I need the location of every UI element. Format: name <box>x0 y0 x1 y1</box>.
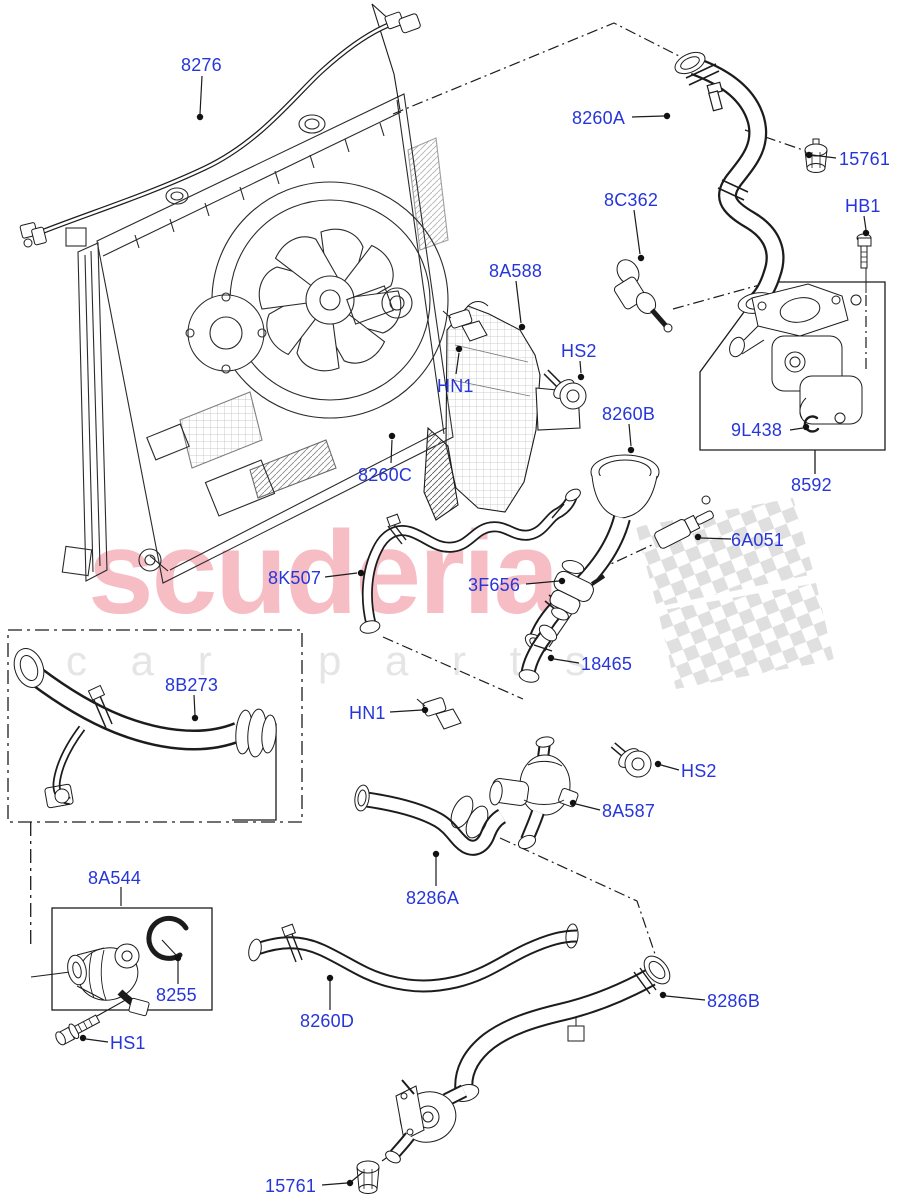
part-HS2-top-screw <box>543 369 587 410</box>
part-label-8276: 8276 <box>181 55 222 75</box>
parts-drawings <box>13 11 872 1194</box>
part-label-15761-bottom: 15761 <box>265 1176 317 1196</box>
part-label-HN1-top: HN1 <box>437 376 474 396</box>
part-label-8260D: 8260D <box>300 1011 355 1031</box>
part-bottom-water-outlet <box>385 1079 464 1164</box>
part-label-8592: 8592 <box>791 475 832 495</box>
part-8C362-sensor <box>613 259 673 333</box>
part-3F656-valve <box>549 560 606 621</box>
part-label-15761-top: 15761 <box>839 149 891 169</box>
part-label-8B273: 8B273 <box>165 675 219 695</box>
part-HN1-top-clip <box>442 309 488 342</box>
part-8A587-valve <box>489 736 579 850</box>
part-HS1-bolt <box>55 1014 101 1046</box>
part-15761-bottom-plug <box>356 1160 380 1194</box>
part-8592-thermostat-housing <box>729 283 863 425</box>
part-label-8A588: 8A588 <box>489 261 543 281</box>
part-8260B-pipe <box>524 454 660 653</box>
part-label-6A051: 6A051 <box>731 530 785 550</box>
part-label-8286A: 8286A <box>406 888 460 908</box>
part-8276-pipe <box>19 11 421 248</box>
part-label-8260C: 8260C <box>358 465 413 485</box>
part-8K507-hose <box>359 488 581 634</box>
part-18465-elbow <box>518 624 558 683</box>
part-label-8255: 8255 <box>156 985 197 1005</box>
part-label-8A544: 8A544 <box>88 868 142 888</box>
radiator-fan-assembly-drawing <box>61 93 454 584</box>
part-HS2-mid-screw <box>610 742 652 778</box>
part-label-3F656: 3F656 <box>468 575 521 595</box>
part-HN1-mid-clip <box>416 697 462 730</box>
part-8B273-hose <box>13 648 277 809</box>
part-label-8C362: 8C362 <box>604 190 659 210</box>
part-label-8260A: 8260A <box>572 108 626 128</box>
part-label-18465: 18465 <box>581 654 633 674</box>
part-8A588-shield <box>423 300 581 521</box>
part-label-9L438: 9L438 <box>731 420 783 440</box>
label-leader-lines <box>85 75 867 1186</box>
box-8592 <box>699 281 886 451</box>
part-label-HS2-top: HS2 <box>561 341 597 361</box>
part-8255-ring <box>146 915 189 961</box>
part-8286A-hose <box>354 784 502 848</box>
part-label-HS1: HS1 <box>110 1033 146 1053</box>
box-8B273 <box>7 629 303 823</box>
part-label-HN1-mid: HN1 <box>349 703 386 723</box>
part-label-HS2-mid: HS2 <box>681 761 717 781</box>
watermark-sub-left: c a r <box>66 637 228 684</box>
part-label-HB1: HB1 <box>845 196 881 216</box>
part-8260D-hose <box>248 923 579 986</box>
part-label-8K507: 8K507 <box>268 568 322 588</box>
leader-dots <box>79 112 870 1187</box>
part-label-8286B: 8286B <box>707 991 761 1011</box>
part-6A051-sensor <box>654 495 714 549</box>
part-label-8A587: 8A587 <box>602 801 656 821</box>
part-8A544-pump <box>67 943 150 1017</box>
part-label-8260B: 8260B <box>602 404 656 424</box>
